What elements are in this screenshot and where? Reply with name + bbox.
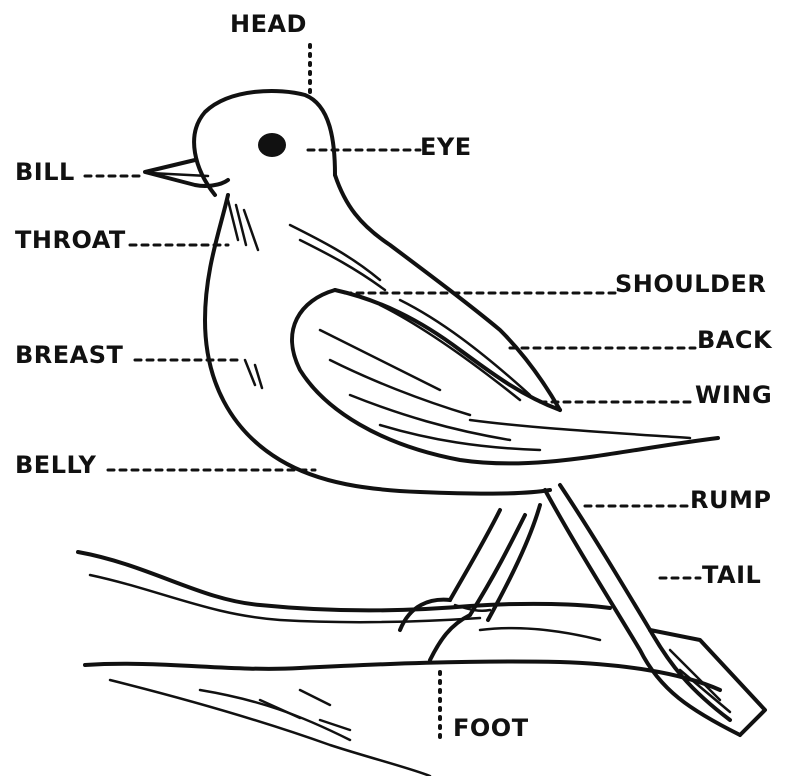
bird-drawing bbox=[145, 91, 765, 735]
label-wing: WING bbox=[695, 383, 772, 407]
label-foot: FOOT bbox=[453, 716, 529, 740]
label-bill: BILL bbox=[15, 160, 75, 184]
label-shoulder: SHOULDER bbox=[615, 272, 766, 296]
label-belly: BELLY bbox=[15, 453, 96, 477]
label-rump: RUMP bbox=[690, 488, 771, 512]
label-throat: THROAT bbox=[15, 228, 126, 252]
label-breast: BREAST bbox=[15, 343, 123, 367]
label-head: HEAD bbox=[230, 12, 307, 36]
label-eye: EYE bbox=[420, 135, 472, 159]
label-back: BACK bbox=[697, 328, 772, 352]
label-tail: TAIL bbox=[702, 563, 761, 587]
leader-lines bbox=[85, 45, 700, 740]
